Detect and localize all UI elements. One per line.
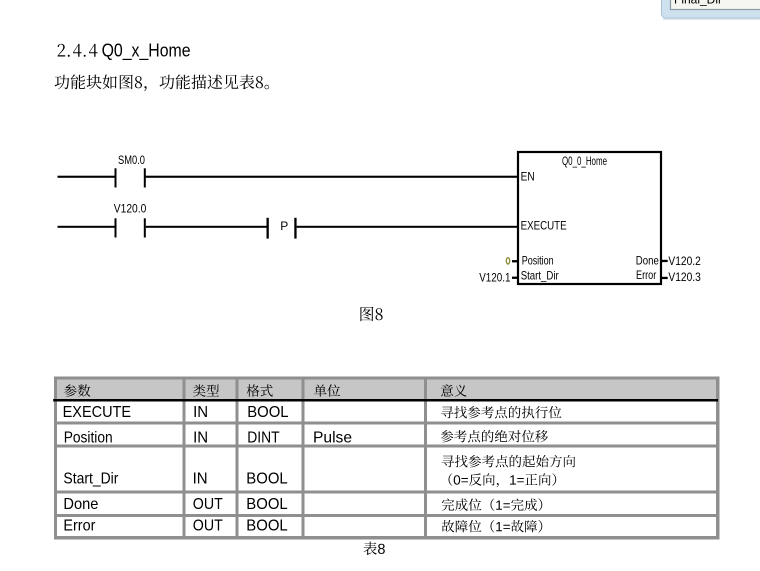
svg-text:Position: Position — [522, 254, 554, 268]
svg-text:EN: EN — [521, 170, 535, 184]
svg-text:IN: IN — [193, 471, 208, 488]
svg-text:Position: Position — [64, 429, 113, 446]
svg-text:EXECUTE: EXECUTE — [63, 404, 132, 421]
svg-text:BOOL: BOOL — [246, 518, 287, 535]
svg-text:V120.1: V120.1 — [479, 270, 511, 284]
svg-text:IN: IN — [193, 404, 208, 421]
svg-text:P: P — [280, 219, 288, 233]
svg-text:V120.2: V120.2 — [668, 254, 701, 268]
svg-text:Q0_0_Home: Q0_0_Home — [562, 154, 607, 168]
svg-text:IN: IN — [193, 429, 208, 446]
svg-text:BOOL: BOOL — [246, 471, 287, 488]
svg-text:Final_Dir: Final_Dir — [674, 0, 722, 6]
svg-text:Start_Dir: Start_Dir — [63, 471, 119, 488]
svg-text:Error: Error — [63, 518, 96, 535]
svg-text:EXECUTE: EXECUTE — [521, 219, 567, 233]
svg-text:SM0.0: SM0.0 — [118, 153, 145, 167]
svg-text:OUT: OUT — [193, 496, 223, 513]
svg-text:Pulse: Pulse — [313, 429, 352, 446]
svg-text:BOOL: BOOL — [247, 404, 288, 421]
svg-text:DINT: DINT — [247, 429, 280, 446]
svg-text:OUT: OUT — [193, 518, 223, 535]
svg-text:Q0_x_Home: Q0_x_Home — [102, 41, 191, 62]
svg-text:Error: Error — [636, 268, 656, 282]
svg-text:Start_Dir: Start_Dir — [521, 268, 559, 282]
svg-text:Done: Done — [63, 496, 98, 513]
svg-text:Done: Done — [636, 254, 659, 268]
svg-text:BOOL: BOOL — [246, 496, 287, 513]
svg-text:V120.0: V120.0 — [114, 202, 147, 216]
svg-text:V120.3: V120.3 — [668, 270, 701, 284]
